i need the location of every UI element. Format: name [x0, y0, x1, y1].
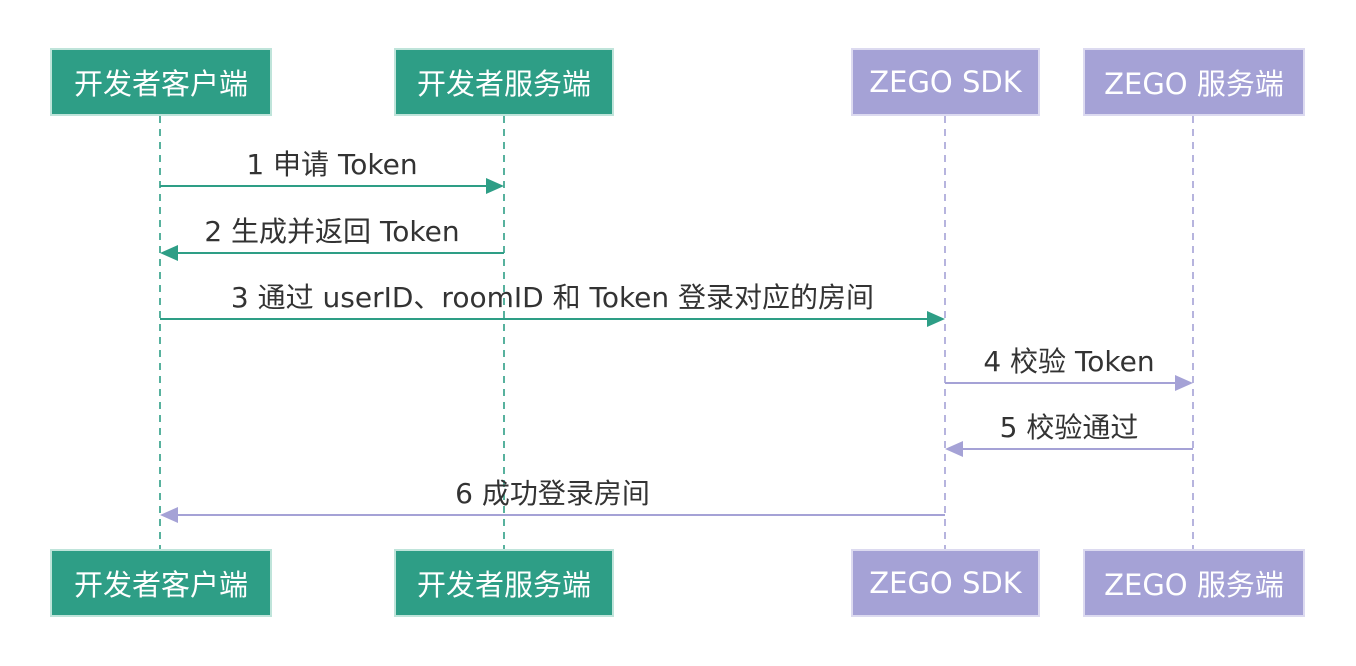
message-5: 5 校验通过 — [945, 411, 1193, 457]
message-label: 6 成功登录房间 — [455, 477, 650, 510]
arrowhead — [160, 507, 178, 523]
arrowhead — [1175, 375, 1193, 391]
participant-bottom-zego-server: ZEGO 服务端 — [1083, 549, 1305, 617]
arrowhead — [160, 245, 178, 261]
message-4: 4 校验 Token — [945, 345, 1193, 391]
participant-top-sdk: ZEGO SDK — [851, 48, 1040, 116]
participant-top-client: 开发者客户端 — [50, 48, 272, 116]
participant-label: ZEGO SDK — [869, 566, 1022, 600]
message-label: 3 通过 userID、roomID 和 Token 登录对应的房间 — [231, 281, 874, 314]
participant-top-server: 开发者服务端 — [394, 48, 614, 116]
participant-label: ZEGO 服务端 — [1104, 67, 1284, 101]
message-label: 4 校验 Token — [983, 345, 1154, 378]
participant-label: 开发者服务端 — [416, 67, 591, 101]
participant-label: ZEGO 服务端 — [1104, 568, 1284, 602]
message-2: 2 生成并返回 Token — [160, 215, 504, 261]
messages: 1 申请 Token 2 生成并返回 Token 3 通过 userID、roomI… — [160, 148, 1193, 523]
message-label: 2 生成并返回 Token — [204, 215, 459, 248]
message-label: 1 申请 Token — [246, 148, 417, 181]
participant-bottom-sdk: ZEGO SDK — [851, 549, 1040, 617]
participant-bottom-client: 开发者客户端 — [50, 549, 272, 617]
arrowhead — [945, 441, 963, 457]
participant-bottom-server: 开发者服务端 — [394, 549, 614, 617]
message-1: 1 申请 Token — [160, 148, 504, 194]
message-6: 6 成功登录房间 — [160, 477, 945, 523]
participant-top-zego-server: ZEGO 服务端 — [1083, 48, 1305, 116]
participant-label: ZEGO SDK — [869, 65, 1022, 99]
message-label: 5 校验通过 — [1000, 411, 1139, 444]
participant-label: 开发者客户端 — [73, 568, 248, 602]
message-3: 3 通过 userID、roomID 和 Token 登录对应的房间 — [160, 281, 945, 327]
arrowhead — [486, 178, 504, 194]
participant-label: 开发者服务端 — [416, 568, 591, 602]
arrowhead — [927, 311, 945, 327]
participant-label: 开发者客户端 — [73, 67, 248, 101]
